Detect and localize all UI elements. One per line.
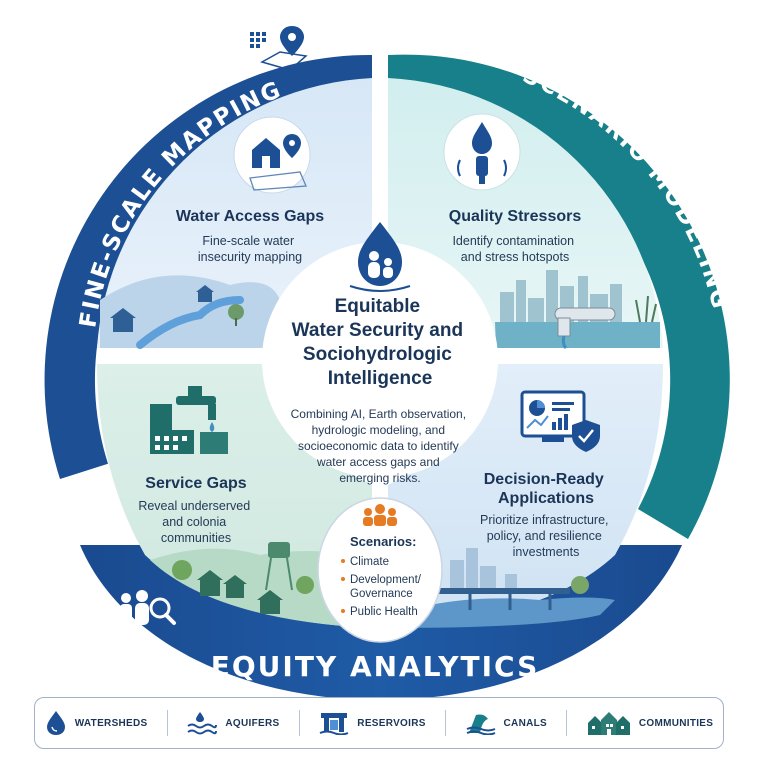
scenario-item: Governance [350,588,413,600]
aquifer-waves-icon [187,712,218,735]
quadrant-title-decision-ready: Decision-Ready Applications [484,471,609,507]
dashboard-shield-icon [520,390,600,452]
houses-icon [587,712,630,735]
scenarios-oval [317,497,443,643]
houses-map-pin-icon [233,116,311,194]
center-description: Combining AI, Earth observation, hydrolo… [291,407,470,485]
family-water-drop-icon [349,222,411,292]
people-search-icon [120,590,176,625]
map-pin-grid-icon [250,26,308,71]
scenario-item: Development/ [350,574,422,586]
canal-icon [466,714,495,735]
scenarios-title: Scenarios: [350,534,416,549]
skyline-top-right [495,270,660,350]
legend-label: COMMUNITIES [638,717,714,729]
water-tap-buildings-icon [150,386,228,454]
center-title: Equitable Water Security and Sociohydrol… [292,296,469,389]
legend-item-aquifers: AQUIFERS [187,711,279,735]
legend-item-communities: COMMUNITIES [587,710,713,736]
legend-divider [445,710,447,736]
quadrant-desc-quality-stressors: Identify contamination and stress hotspo… [452,234,577,264]
bridge-bottom-right [392,548,615,628]
center-circle [262,242,498,478]
scenario-list: Climate Development/ Governance Public H… [341,556,422,618]
quadrant-title-quality-stressors: Quality Stressors [449,208,582,225]
dam-icon [319,713,349,735]
village-bottom-left [150,542,372,628]
people-group-icon [363,504,397,526]
quadrant-desc-decision-ready: Prioritize infrastructure, policy, and r… [480,513,612,559]
scenario-item: Climate [350,556,389,568]
water-drop-icon [46,711,65,735]
legend-item-canals: CANALS [466,711,547,735]
ring-segment-scenario-modeling [388,54,730,539]
legend-label: WATERSHEDS [74,717,148,729]
legend-divider [166,710,168,736]
diagram: FINE-SCALE MAPPING SCENARIO MODELING EQU… [44,26,731,700]
legend-item-watersheds: WATERSHEDS [45,710,148,736]
landscape-top-left [100,275,280,349]
quadrant-desc-water-access-gaps: Fine-scale water insecurity mapping [198,234,302,264]
legend-divider [298,710,300,736]
quadrant-title-service-gaps: Service Gaps [145,475,247,492]
water-quality-probe-icon [443,113,521,191]
ring-label-bottom: EQUITY ANALYTICS [211,650,540,683]
legend-label: CANALS [503,717,547,729]
legend-label: AQUIFERS [225,717,280,729]
legend-divider [566,710,568,736]
legend-label: RESERVOIRS [357,717,426,729]
scenario-item: Public Health [350,606,418,618]
quadrant-desc-service-gaps: Reveal underserved and colonia communiti… [138,499,253,545]
quadrant-title-water-access-gaps: Water Access Gaps [176,208,324,225]
legend-bar: WATERSHEDS AQUIFERS RESERVOIRS CANALS [34,697,724,749]
legend-item-reservoirs: RESERVOIRS [319,711,425,735]
